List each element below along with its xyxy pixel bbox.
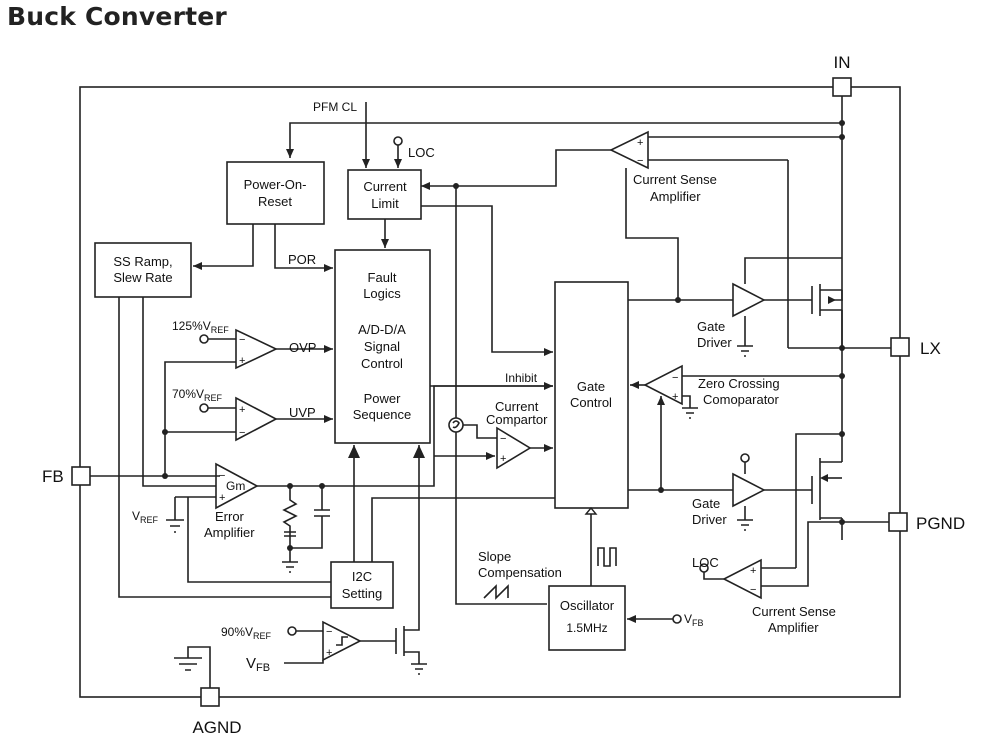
pin-agnd-label: AGND <box>192 718 241 737</box>
slope-label2: Compensation <box>478 565 562 580</box>
gd-top-label2: Driver <box>697 335 732 350</box>
fault-line3: A/D-D/A <box>358 322 406 337</box>
zc-plus: + <box>672 391 678 403</box>
pin-agnd: AGND <box>192 687 242 737</box>
uvp-plus: + <box>239 404 245 416</box>
inhibit-label: Inhibit <box>505 371 538 385</box>
fault-line7: Sequence <box>353 407 412 422</box>
csa-top-label1: Current Sense <box>633 172 717 187</box>
i2c-setting-block: I2C Setting <box>330 561 394 609</box>
vfb-osc-label: VFB <box>684 612 704 628</box>
oscillator-line2: 1.5MHz <box>566 621 607 635</box>
gate-driver-top <box>732 282 766 318</box>
ovp-label: OVP <box>289 340 316 355</box>
i2c-line2: Setting <box>342 586 382 601</box>
ea-label1: Error <box>215 509 245 524</box>
fault-line2: Logics <box>363 286 401 301</box>
ea-minus: − <box>219 470 225 482</box>
current-sense-amp-top: + − <box>609 130 649 170</box>
error-amplifier: − + Gm <box>215 462 259 510</box>
power-on-reset-block: Power-On- Reset <box>226 161 325 225</box>
fault-line6: Power <box>364 391 402 406</box>
vref-90-label: 90%VREF <box>221 625 272 641</box>
csa-top-label2: Amplifier <box>650 189 701 204</box>
cc-plus: + <box>500 453 506 465</box>
cc-label1: Current <box>495 399 539 414</box>
gate-control-line2: Control <box>570 395 612 410</box>
uvlo-comparator: − + <box>322 620 362 662</box>
pin-pgnd-label: PGND <box>916 514 965 533</box>
cc-label2: Compartor <box>486 412 548 427</box>
i2c-line1: I2C <box>352 569 372 584</box>
current-comparator: − + <box>496 426 532 470</box>
ss-ramp-line1: SS Ramp, <box>113 254 172 269</box>
por-label: POR <box>288 252 316 267</box>
oscillator-block: Oscillator 1.5MHz <box>548 585 626 651</box>
pin-fb-label: FB <box>42 467 64 486</box>
uvp-label: UVP <box>289 405 316 420</box>
csa-bot-minus: − <box>750 584 756 596</box>
vfb-left-label: VFB <box>246 655 270 674</box>
uvp-comparator: + − <box>235 396 278 442</box>
cc-minus: − <box>500 433 506 445</box>
fault-line1: Fault <box>368 270 397 285</box>
zc-label2: Comoparator <box>703 392 780 407</box>
csa-bot-label2: Amplifier <box>768 620 819 635</box>
pin-lx: LX <box>890 337 941 358</box>
fault-line4: Signal <box>364 339 400 354</box>
gate-control-line1: Gate <box>577 379 605 394</box>
ss-ramp-line2: Slew Rate <box>113 270 172 285</box>
pin-lx-label: LX <box>920 339 941 358</box>
zero-crossing-comparator: − + <box>643 364 683 406</box>
gm-label: Gm <box>226 479 245 493</box>
power-on-reset-line1: Power-On- <box>244 177 307 192</box>
ss-ramp-block: SS Ramp, Slew Rate <box>94 242 192 298</box>
ea-label2: Amplifier <box>204 525 255 540</box>
loc-bottom-label: LOC <box>692 555 719 570</box>
gate-control-block: Gate Control <box>554 281 629 509</box>
current-limit-line1: Current <box>363 179 407 194</box>
power-on-reset-line2: Reset <box>258 194 292 209</box>
vref-70-label: 70%VREF <box>172 387 223 403</box>
current-limit-block: Current Limit <box>347 169 422 220</box>
vref-main-label: VREF <box>132 509 159 525</box>
csa-top-minus: − <box>637 155 643 167</box>
vref-125-label: 125%VREF <box>172 319 229 335</box>
uvlo-minus: − <box>326 626 332 638</box>
oscillator-line1: Oscillator <box>560 598 615 613</box>
page-title: Buck Converter <box>7 2 227 31</box>
chip-outline <box>79 86 901 698</box>
gd-top-label1: Gate <box>697 319 725 334</box>
fault-line5: Control <box>361 356 403 371</box>
current-sense-amp-bottom: + − <box>722 558 762 600</box>
pin-in-label: IN <box>834 53 851 72</box>
uvlo-plus: + <box>326 647 332 659</box>
uvp-minus: − <box>239 427 245 439</box>
ovp-plus: + <box>239 355 245 367</box>
gd-bot-label1: Gate <box>692 496 720 511</box>
slope-label1: Slope <box>478 549 511 564</box>
ovp-minus: − <box>239 334 245 346</box>
csa-top-plus: + <box>637 137 643 149</box>
ovp-comparator: − + <box>235 328 278 370</box>
csa-bot-label1: Current Sense <box>752 604 836 619</box>
gate-driver-bottom <box>732 472 766 508</box>
fault-logics-block: Fault Logics A/D-D/A Signal Control Powe… <box>334 249 431 444</box>
pfm-cl-label: PFM CL <box>313 100 357 114</box>
pin-pgnd: PGND <box>888 512 965 533</box>
pin-in: IN <box>832 53 852 97</box>
zc-minus: − <box>672 372 678 384</box>
ea-plus: + <box>219 492 225 504</box>
gd-bot-label2: Driver <box>692 512 727 527</box>
loc-top-label: LOC <box>408 145 435 160</box>
pin-fb: FB <box>42 466 91 486</box>
csa-bot-plus: + <box>750 565 756 577</box>
current-limit-line2: Limit <box>371 196 399 211</box>
zc-label1: Zero Crossing <box>698 376 780 391</box>
